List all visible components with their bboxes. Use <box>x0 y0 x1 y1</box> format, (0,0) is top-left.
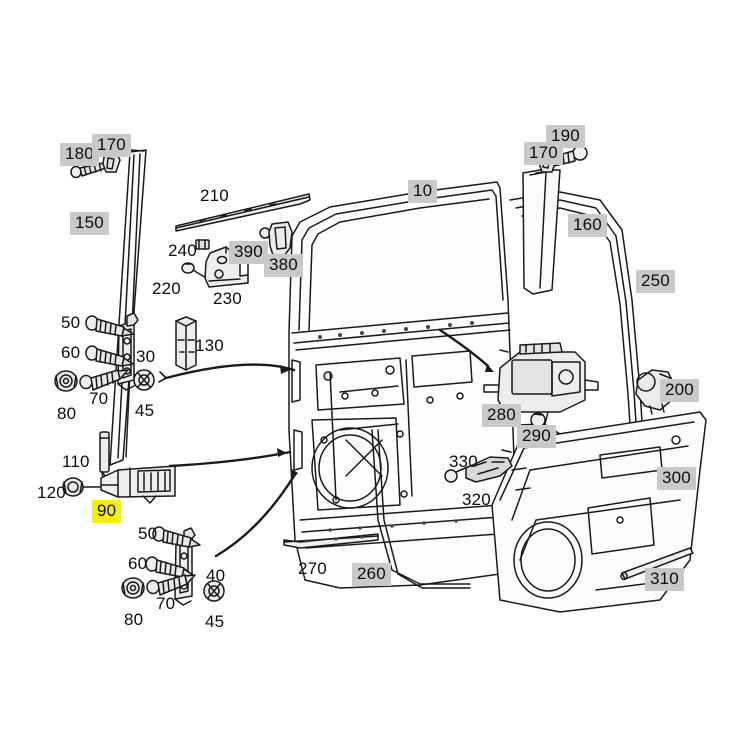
part-320-striker <box>465 456 513 483</box>
part-label-280: 280 <box>482 404 521 427</box>
part-label-200: 200 <box>660 379 699 402</box>
part-label-230: 230 <box>213 289 242 308</box>
part-label-60a: 60 <box>61 343 81 362</box>
part-50-bolt-lower <box>152 526 201 548</box>
part-label-180: 180 <box>60 143 99 166</box>
part-label-220: 220 <box>152 279 181 298</box>
part-label-40: 40 <box>206 566 226 585</box>
part-160-pillar-trim <box>522 169 561 295</box>
part-label-210: 210 <box>200 186 229 205</box>
part-210-belt-moulding <box>175 193 311 232</box>
part-70-bolt-upper <box>79 369 129 391</box>
part-label-330: 330 <box>449 452 478 471</box>
leader-lines <box>158 328 494 558</box>
part-45-washer-upper <box>133 369 155 391</box>
part-label-270: 270 <box>298 559 327 578</box>
part-label-390: 390 <box>229 241 268 264</box>
part-50-bolt-upper <box>85 315 134 337</box>
part-label-170a: 170 <box>92 134 131 157</box>
part-120-nut <box>62 477 101 497</box>
part-label-80b: 80 <box>124 610 144 629</box>
part-label-90: 90 <box>92 500 122 523</box>
part-45-washer-lower <box>203 580 225 602</box>
part-label-240: 240 <box>168 241 197 260</box>
part-70-bolt-lower <box>146 574 196 596</box>
part-label-45a: 45 <box>135 401 155 420</box>
part-280-regulator-motor <box>483 342 599 426</box>
part-label-380: 380 <box>264 254 303 277</box>
part-10-door-shell <box>288 181 517 589</box>
part-label-80a: 80 <box>57 404 77 423</box>
part-220-rivet <box>181 262 209 280</box>
part-270-moulding <box>283 533 379 549</box>
part-label-170b: 170 <box>524 142 563 165</box>
part-260-seal <box>371 429 471 589</box>
part-310-rod <box>620 547 694 581</box>
part-label-50a: 50 <box>61 313 81 332</box>
part-label-310: 310 <box>645 568 684 591</box>
part-label-150: 150 <box>70 212 109 235</box>
part-130-striker <box>175 316 197 371</box>
part-80-nut-lower <box>121 577 145 599</box>
part-label-120: 120 <box>37 483 66 502</box>
part-label-10: 10 <box>408 180 438 203</box>
part-label-290: 290 <box>517 425 556 448</box>
part-80-nut-upper <box>54 370 78 392</box>
part-label-110: 110 <box>62 452 90 471</box>
part-90-lock-latch <box>100 465 176 504</box>
part-label-130: 130 <box>195 336 224 355</box>
part-110-bolt <box>99 431 110 481</box>
part-label-30: 30 <box>136 347 156 366</box>
part-label-70a: 70 <box>89 389 109 408</box>
part-label-250: 250 <box>636 270 675 293</box>
part-label-45b: 45 <box>205 612 225 631</box>
part-label-50b: 50 <box>138 524 158 543</box>
part-240-clip <box>195 239 210 250</box>
part-label-260: 260 <box>352 563 391 586</box>
part-label-160: 160 <box>568 214 607 237</box>
part-label-300: 300 <box>657 467 696 490</box>
part-60-bolt-upper <box>85 345 134 367</box>
part-label-60b: 60 <box>128 554 148 573</box>
part-label-70b: 70 <box>156 594 176 613</box>
part-label-320: 320 <box>462 490 491 509</box>
